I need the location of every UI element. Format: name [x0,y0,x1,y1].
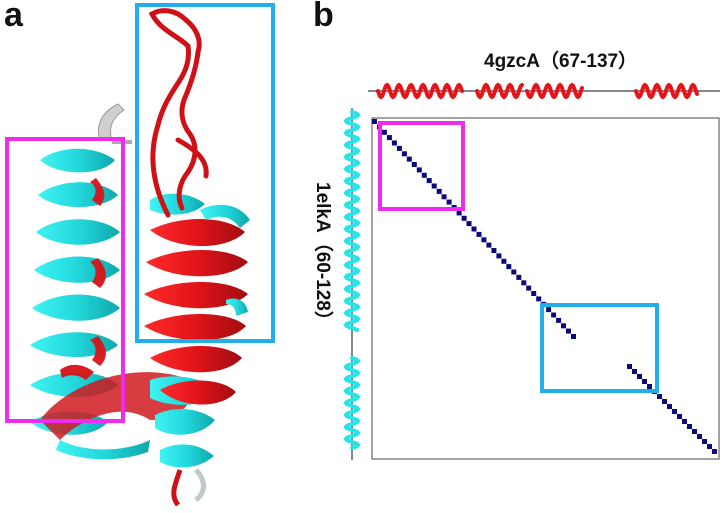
alignment-dot [416,167,422,173]
alignment-dot [501,258,507,264]
alignment-dot [536,296,542,302]
dot-plot-frame [371,117,720,460]
left-helix-track [343,108,361,460]
alignment-dot [692,429,697,434]
alignment-dot [406,156,412,162]
panel-a-cyan-box [135,3,275,343]
alignment-dot [702,439,707,444]
alignment-dot [461,215,467,221]
right-helix-red [144,218,248,405]
left-sequence-label: 1elkA（60-128） [312,182,333,330]
alignment-dot [551,312,557,318]
alignment-dot [546,307,552,313]
alignment-dot [667,404,672,409]
alignment-dot [381,129,387,135]
alignment-dot [662,399,667,404]
top-sequence-label: 4gzcA（67-137） [484,51,638,72]
alignment-dot [526,285,532,291]
panel-a-magenta-box [5,137,125,423]
alignment-dot [391,140,397,146]
alignment-dot [521,280,527,286]
alignment-dot [697,434,702,439]
alignment-dot [436,188,442,194]
alignment-dot [561,323,566,329]
alignment-dot [411,162,417,167]
protein-structure-icon [30,8,250,507]
alignment-dot [556,317,562,323]
alignment-dot [511,269,517,275]
alignment-dot [421,172,427,178]
alignment-dot [672,409,677,414]
alignment-dot [481,237,487,243]
panel-label-b: b [313,0,334,34]
alignment-dot [401,151,407,157]
alignment-dot [516,274,522,280]
alignment-dot [476,231,482,237]
alignment-dot [627,364,632,369]
panel-label-a: a [4,0,23,34]
alignment-dot [687,424,692,429]
alignment-dot [571,334,576,339]
alignment-dot [632,369,637,374]
alignment-dot [642,379,647,384]
alignment-dot [657,394,662,399]
alignment-dot [456,210,462,216]
alignment-dot [496,253,502,259]
panel-b-magenta-box [378,121,465,211]
alignment-dot [647,384,652,389]
alignment-dot [386,135,392,141]
alignment-dot [682,419,687,424]
alignment-dot [446,199,452,205]
alignment-dot [531,291,537,296]
alignment-dot [441,194,447,200]
alignment-dots [372,119,717,454]
top-helix-track [368,82,720,100]
alignment-dot [707,444,712,449]
alignment-dot [491,248,497,253]
alignment-dot [506,264,512,270]
top-red-loop [148,8,209,218]
alignment-dot [396,145,402,151]
alignment-dot [677,414,682,419]
panel-b-cyan-box [540,303,659,393]
alignment-dot [712,449,717,454]
alignment-dot [431,183,437,189]
alignment-dot [486,242,492,248]
left-helix-red [60,178,106,380]
alignment-dot [372,119,377,124]
alignment-dot [466,221,472,227]
alignment-dot [637,374,642,379]
alignment-dot [566,328,571,334]
alignment-dot [426,178,432,184]
alignment-dot [471,226,477,232]
